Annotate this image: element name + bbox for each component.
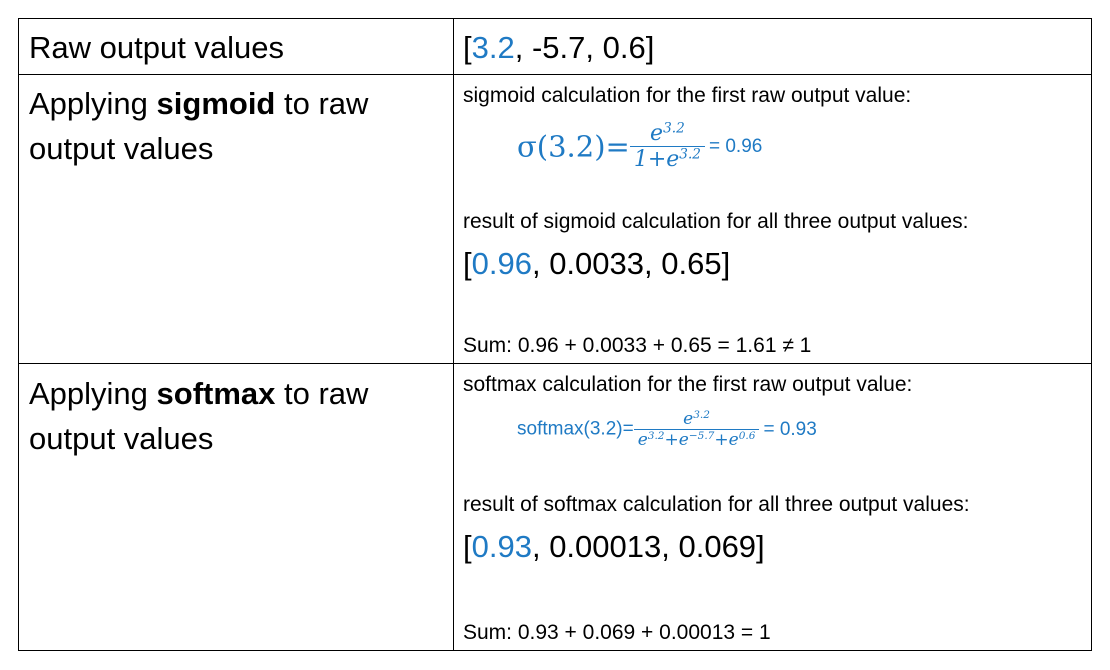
comparison-table: Raw output values [3.2, -5.7, 0.6] Apply…: [18, 18, 1092, 651]
softmax-label: Applying softmax to raw output values: [19, 371, 453, 461]
sigmoid-denominator: 1+e3.2: [629, 146, 705, 172]
softmax-result-heading: result of softmax calculation for all th…: [463, 493, 970, 516]
column-divider: [453, 19, 454, 650]
softmax-result-rest: , 0.00013, 0.069]: [531, 529, 765, 564]
raw-values-open: [: [463, 30, 472, 65]
sigmoid-label-pre: Applying: [29, 86, 157, 121]
softmax-label-pre: Applying: [29, 376, 157, 411]
raw-values-rest: , -5.7, 0.6]: [514, 30, 655, 65]
sigmoid-result-values: [0.96, 0.0033, 0.65]: [463, 246, 730, 282]
sigmoid-calc-heading: sigmoid calculation for the first raw ou…: [463, 84, 912, 107]
sigmoid-label-post: to raw output values: [29, 86, 369, 166]
softmax-formula-lhs: softmax(3.2)=: [517, 418, 634, 440]
sigmoid-result-first: 0.96: [471, 246, 532, 281]
sigmoid-fraction: e3.2 1+e3.2: [629, 120, 705, 172]
sigmoid-result-heading: result of sigmoid calculation for all th…: [463, 210, 969, 233]
raw-values-first: 3.2: [471, 30, 515, 65]
softmax-formula-result: = 0.93: [763, 418, 817, 440]
sigmoid-result-open: [: [463, 246, 472, 281]
softmax-numerator: e3.2: [683, 409, 710, 429]
sigmoid-cell: sigmoid calculation for the first raw ou…: [455, 76, 1091, 361]
softmax-fraction: e3.2 e3.2+e−5.7+e0.6: [633, 409, 760, 450]
softmax-result-first: 0.93: [471, 529, 532, 564]
sigmoid-formula: σ(3.2)= e3.2 1+e3.2 = 0.96: [517, 121, 762, 172]
softmax-result-open: [: [463, 529, 472, 564]
raw-values-cell: [3.2, -5.7, 0.6]: [455, 25, 1091, 70]
softmax-label-post: to raw output values: [29, 376, 369, 456]
softmax-calc-heading: softmax calculation for the first raw ou…: [463, 373, 913, 396]
softmax-denominator: e3.2+e−5.7+e0.6: [633, 429, 760, 450]
sigmoid-numerator: e3.2: [650, 120, 685, 146]
sigmoid-result-rest: , 0.0033, 0.65]: [531, 246, 731, 281]
raw-values-label: Raw output values: [29, 30, 285, 65]
row-divider-2: [19, 363, 1091, 364]
sigmoid-sum: Sum: 0.96 + 0.0033 + 0.65 = 1.61 ≠ 1: [463, 334, 812, 357]
softmax-result-values: [0.93, 0.00013, 0.069]: [463, 529, 765, 565]
sigmoid-label-bold: sigmoid: [156, 86, 276, 121]
sigmoid-label: Applying sigmoid to raw output values: [19, 81, 453, 171]
softmax-formula: softmax(3.2)= e3.2 e3.2+e−5.7+e0.6 = 0.9…: [517, 409, 817, 450]
sigmoid-formula-result: = 0.96: [708, 135, 763, 157]
row-divider-1: [19, 74, 1091, 75]
softmax-cell: softmax calculation for the first raw ou…: [455, 365, 1091, 650]
softmax-sum: Sum: 0.93 + 0.069 + 0.00013 = 1: [463, 621, 771, 644]
softmax-label-bold: softmax: [156, 376, 276, 411]
sigmoid-formula-lhs: σ(3.2)=: [517, 129, 630, 164]
